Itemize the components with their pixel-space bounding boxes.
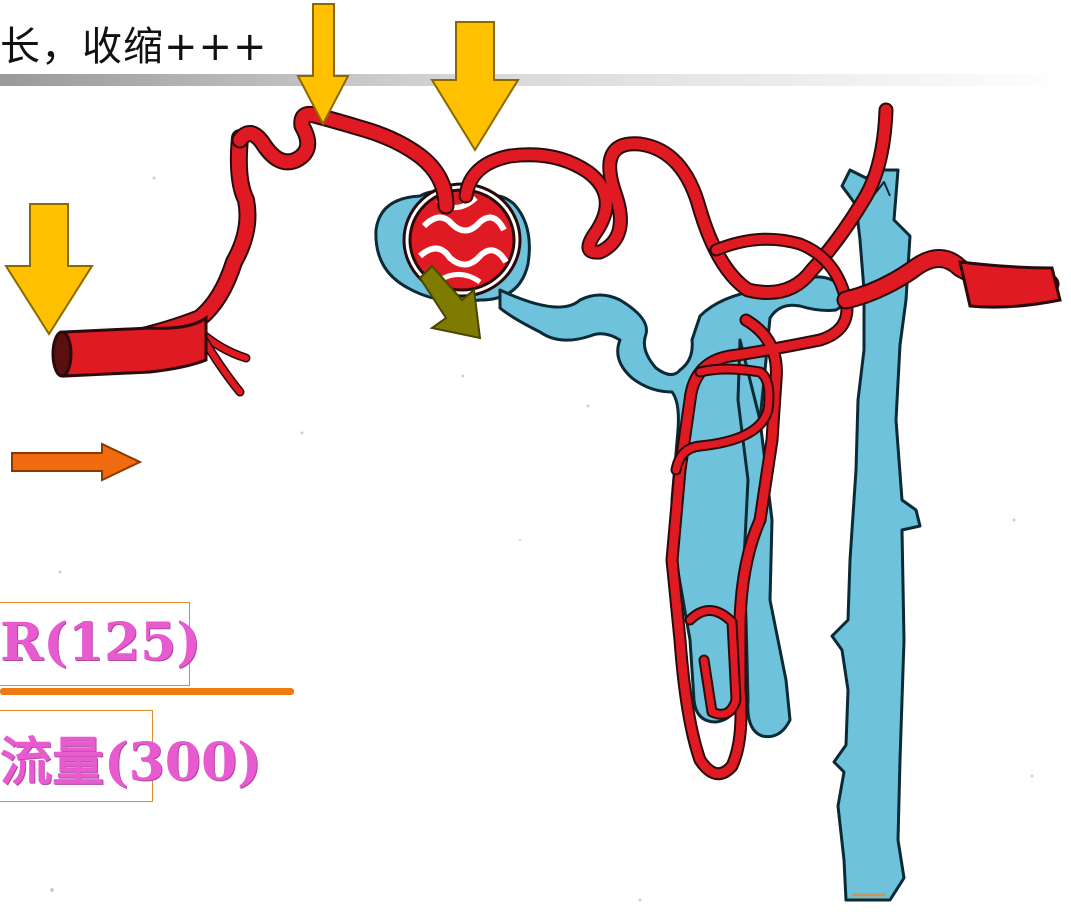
numerator-label: R(125) [0,612,201,673]
renal-vein-end [960,262,1060,307]
yellow-arrow-middle [298,4,348,124]
yellow-arrow-left [6,204,92,334]
afferent-vessel [80,138,248,348]
yellow-arrow-right [432,22,518,150]
orange-arrow [12,444,140,480]
blood-vessels [80,110,1050,774]
renal-artery-end [53,318,206,376]
denominator-label: 流量(300) [0,720,262,795]
fraction-line [0,688,294,695]
